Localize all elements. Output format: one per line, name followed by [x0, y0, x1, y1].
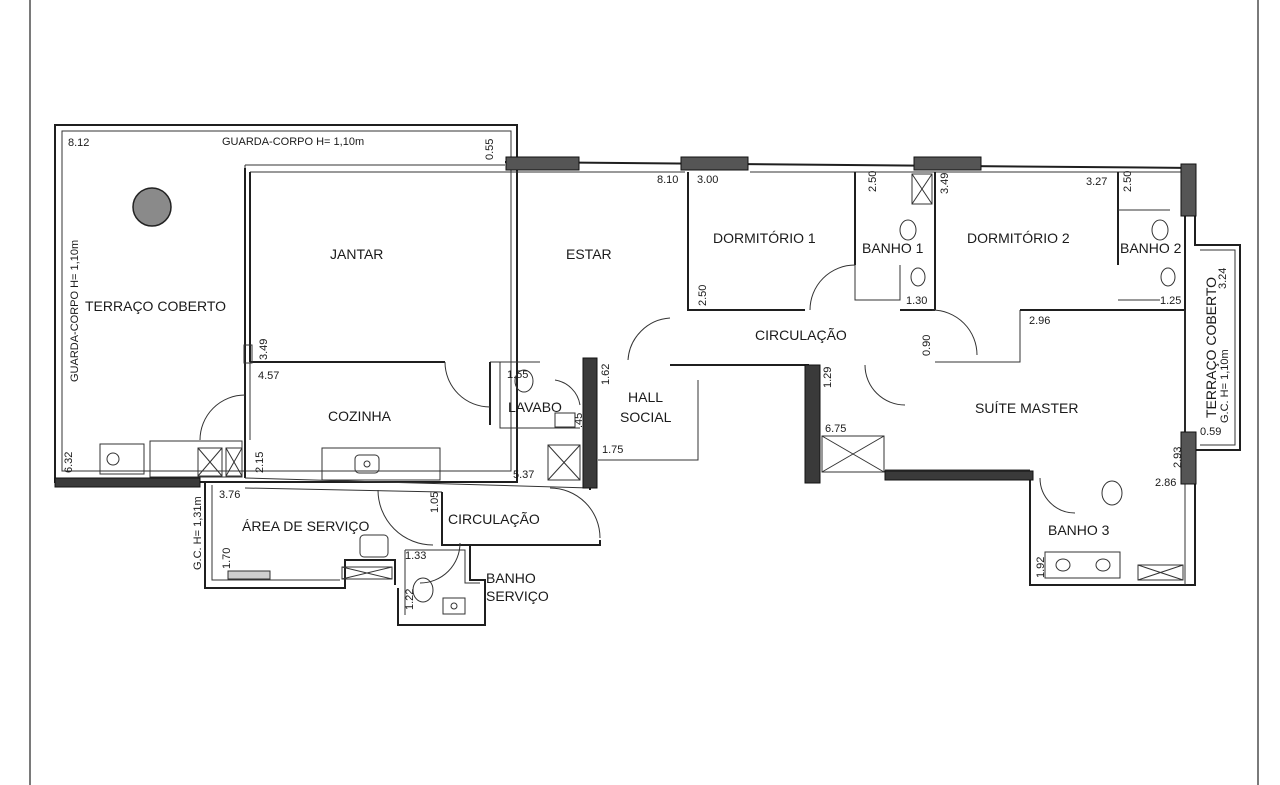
dim-1-75: 1.75 — [602, 444, 623, 456]
label-dormitorio-2: DORMITÓRIO 2 — [967, 230, 1070, 246]
dim-3-76: 3.76 — [219, 489, 240, 501]
label-suite-master: SUÍTE MASTER — [975, 400, 1078, 416]
dim-2-86: 2.86 — [1155, 477, 1176, 489]
dim-1-30: 1.30 — [906, 295, 927, 307]
doors — [199, 264, 1160, 584]
label-terraco-coberto-right: TERRAÇO COBERTO — [1203, 277, 1219, 418]
label-cozinha: COZINHA — [328, 408, 392, 424]
dim-2-50-a: 2.50 — [697, 285, 709, 306]
dim-2-96: 2.96 — [1029, 315, 1050, 327]
window-bars — [54, 156, 1197, 489]
dimensions: 8.12 0.55 8.10 3.00 2.50 2.50 3.49 3.27 … — [63, 137, 1229, 610]
dim-2-93: 2.93 — [1172, 447, 1184, 468]
dim-8-12: 8.12 — [68, 137, 89, 149]
dim-3-49-left: 3.49 — [258, 339, 270, 360]
fixtures — [99, 219, 1184, 615]
label-dormitorio-1: DORMITÓRIO 1 — [713, 230, 816, 246]
dim-0-59: 0.59 — [1200, 426, 1221, 438]
dim-1-29: 1.29 — [822, 367, 834, 388]
dim-3-24: 3.24 — [1217, 268, 1229, 289]
dim-3-27: 3.27 — [1086, 176, 1107, 188]
dim-6-32: 6.32 — [63, 452, 75, 473]
room-labels: TERRAÇO COBERTO JANTAR ESTAR DORMITÓRIO … — [85, 230, 1219, 604]
dim-1-33: 1.33 — [405, 550, 426, 562]
dim-1-22: 1.22 — [404, 589, 416, 610]
label-estar: ESTAR — [566, 246, 612, 262]
note-guarda-corpo-left: GUARDA-CORPO H= 1,10m — [69, 240, 81, 382]
dim-1-70: 1.70 — [221, 548, 233, 569]
dim-2-15: 2.15 — [254, 452, 266, 473]
label-circulacao-top: CIRCULAÇÃO — [755, 327, 847, 343]
dim-2-50-c: 2.50 — [1122, 171, 1134, 192]
dim-5-37: 5.37 — [513, 469, 534, 481]
dim-1-25: 1.25 — [1160, 295, 1181, 307]
dim-0-45: .45 — [573, 413, 585, 428]
label-jantar: JANTAR — [330, 246, 383, 262]
label-terraco-coberto: TERRAÇO COBERTO — [85, 298, 226, 314]
label-banho-1: BANHO 1 — [862, 240, 924, 256]
label-circulacao-bottom: CIRCULAÇÃO — [448, 511, 540, 527]
dim-4-57: 4.57 — [258, 370, 279, 382]
label-banho-servico-2: SERVIÇO — [486, 588, 549, 604]
dim-8-10: 8.10 — [657, 174, 678, 186]
note-guarda-corpo-top: GUARDA-CORPO H= 1,10m — [222, 136, 364, 148]
label-area-servico: ÁREA DE SERVIÇO — [242, 518, 369, 534]
label-banho-3: BANHO 3 — [1048, 522, 1110, 538]
dim-1-62: 1.62 — [600, 364, 612, 385]
label-lavabo: LAVABO — [508, 399, 562, 415]
dim-1-05: 1.05 — [429, 492, 441, 513]
label-banho-2: BANHO 2 — [1120, 240, 1182, 256]
label-social: SOCIAL — [620, 409, 672, 425]
planter-circle — [132, 187, 172, 227]
dim-2-50-b: 2.50 — [867, 171, 879, 192]
note-gc-left: G.C. H= 1,31m — [192, 496, 204, 570]
dim-1-92: 1.92 — [1035, 557, 1047, 578]
dim-0-55: 0.55 — [484, 139, 496, 160]
dim-1-55: 1.55 — [507, 369, 528, 381]
label-banho-servico-1: BANHO — [486, 570, 536, 586]
dim-3-49-top: 3.49 — [939, 173, 951, 194]
dim-3-00: 3.00 — [697, 174, 718, 186]
label-hall: HALL — [628, 389, 663, 405]
notes: GUARDA-CORPO H= 1,10m GUARDA-CORPO H= 1,… — [69, 136, 1231, 570]
dim-6-75: 6.75 — [825, 423, 846, 435]
dim-0-90: 0.90 — [921, 335, 933, 356]
note-gc-right: G.C. H= 1,10m — [1219, 349, 1231, 423]
